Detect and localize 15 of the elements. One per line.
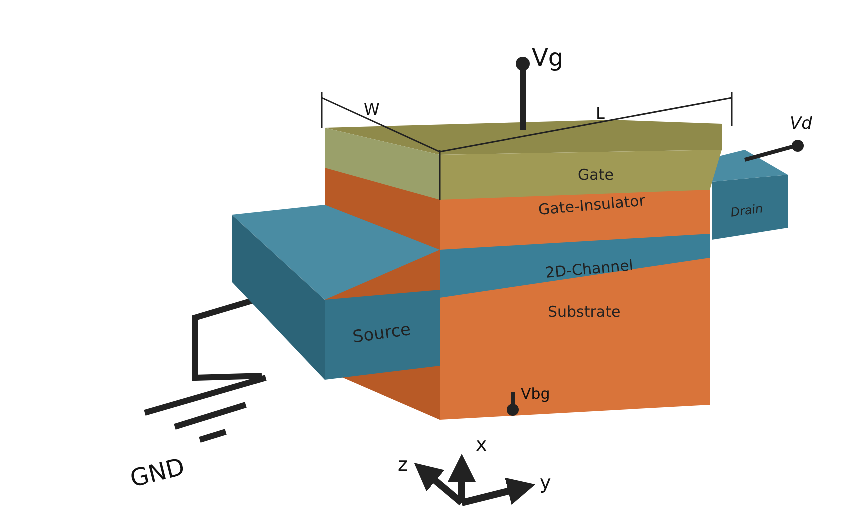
layer-label: 2D-Channel bbox=[545, 258, 634, 281]
layer-label: Substrate bbox=[548, 305, 621, 320]
dimension-label: W bbox=[364, 102, 380, 118]
axis-label: z bbox=[398, 456, 408, 475]
layer-label: Source bbox=[352, 322, 412, 347]
layer-label: Gate-Insulator bbox=[538, 194, 646, 218]
axis-label: y bbox=[540, 474, 552, 493]
ground-label: GND bbox=[128, 454, 188, 492]
terminal-label: Vg bbox=[532, 46, 564, 70]
terminal-label: Vbg bbox=[521, 387, 550, 402]
layer-label: Gate bbox=[578, 168, 614, 183]
terminal-label: Vd bbox=[790, 116, 812, 133]
layer-label: Drain bbox=[730, 202, 764, 219]
dimension-label: L bbox=[596, 106, 605, 122]
axis-label: x bbox=[476, 436, 488, 455]
